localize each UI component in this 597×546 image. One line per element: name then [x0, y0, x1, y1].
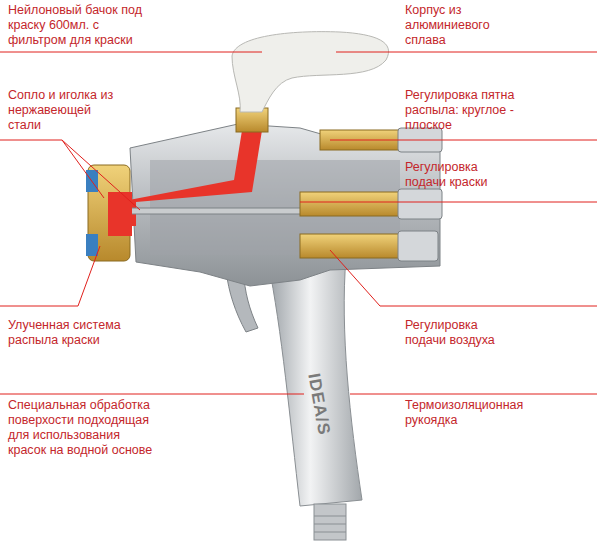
thread-line: [314, 532, 346, 533]
air-horn: [86, 234, 98, 256]
leader-lines: [0, 52, 597, 394]
part-label: Специальная обработка поверхости подходя…: [8, 398, 158, 458]
part-label: Нейлоновый бачок под краску 600мл. с фил…: [8, 3, 158, 48]
part-label: Регулировка подачи воздуха: [405, 318, 515, 348]
nozzle: [108, 192, 132, 236]
part-label: Сопло и иголка из нержавеющей стали: [8, 88, 114, 133]
leader-line: [0, 246, 100, 306]
leader-line: [350, 394, 597, 395]
leader-line: [336, 52, 597, 53]
air-fitting: [314, 504, 346, 540]
gun-body: [130, 124, 440, 286]
paint-cup: [232, 32, 389, 112]
leader-line: [62, 140, 140, 210]
part-label: Корпус из алюминиевого сплава: [405, 3, 505, 48]
part-label: Регулировка пятна распыла: круглое - пло…: [405, 88, 533, 133]
leader-line: [0, 394, 304, 395]
leader-line: [330, 250, 597, 306]
air-knob: [398, 231, 438, 261]
leader-line: [0, 140, 104, 198]
leader-line: [300, 202, 597, 203]
part-label: Регулировка подачи краски: [405, 160, 515, 190]
handle: [268, 258, 362, 506]
part-label: Улученная система распыла краски: [8, 318, 143, 348]
leader-line: [0, 52, 262, 53]
thread-line: [314, 516, 346, 517]
fluid-valve: [300, 192, 400, 216]
part-label: Термоизоляционная рукоядка: [405, 398, 535, 428]
leader-line: [330, 140, 597, 141]
fluid-knob: [398, 189, 442, 219]
thread-line: [314, 524, 346, 525]
air-valve: [300, 234, 400, 258]
